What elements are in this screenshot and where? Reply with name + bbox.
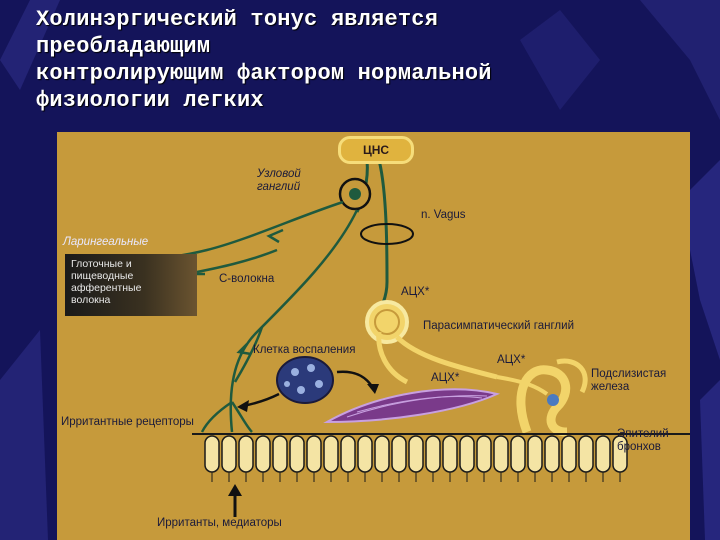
submucosal-gland-label: Подслизистая железа	[591, 368, 667, 393]
irritants-mediators-label: Ирританты, медиаторы	[157, 517, 282, 529]
vagus-label: n. Vagus	[421, 209, 466, 221]
arrow-inflammatory	[236, 343, 252, 356]
bronchial-epithelium-label: Эпителий бронхов	[617, 428, 669, 453]
vagus-nerve	[371, 159, 389, 323]
inflammatory-cell-label: Клетка воспаления	[253, 344, 356, 356]
ach-label-3: АЦХ*	[431, 372, 460, 384]
title-line: Холинэргический тонус является	[36, 7, 439, 32]
parasympathetic-ganglion	[365, 300, 409, 344]
title-line: контролирующим фактором нормальной	[36, 61, 492, 86]
diagram-panel: ЦНС Узловой ганглий n. Vagus Ларингеальн…	[57, 132, 690, 540]
ach-label-2: АЦХ*	[497, 354, 526, 366]
cilia	[211, 472, 621, 482]
title-line: преобладающим	[36, 34, 211, 59]
arrow-laryngeal	[266, 228, 284, 244]
c-fiber-nerve	[229, 209, 359, 433]
c-fibers-label: С-волокна	[219, 273, 275, 285]
irritant-receptors-label: Ирритантные рецепторы	[61, 416, 194, 428]
arrow-to-receptors	[242, 392, 280, 408]
nodose-ganglion-label: Узловой ганглий	[257, 168, 301, 193]
ach-label-1: АЦХ*	[401, 286, 430, 298]
vagus-ring	[360, 223, 414, 245]
inflammatory-cell-icon	[276, 356, 334, 404]
smooth-muscle-icon	[323, 388, 501, 424]
cns-box: ЦНС	[338, 136, 414, 164]
gland-icon	[516, 365, 571, 437]
afferent-fibers-box: Глоточные и пищеводные афферентные волок…	[65, 254, 197, 316]
laryngeal-label: Ларингеальные	[63, 236, 149, 248]
arrow-to-muscle	[336, 370, 375, 389]
title-line: физиологии легких	[36, 88, 264, 113]
slide-title: Холинэргический тонус является преоблада…	[36, 6, 676, 114]
bronchial-epithelium	[204, 435, 628, 473]
laryngeal-afferent	[116, 200, 344, 262]
parasympathetic-ganglion-label: Парасимпатический ганглий	[423, 320, 574, 332]
diagram-svg	[116, 159, 690, 517]
neuron-nucleus	[349, 188, 361, 200]
